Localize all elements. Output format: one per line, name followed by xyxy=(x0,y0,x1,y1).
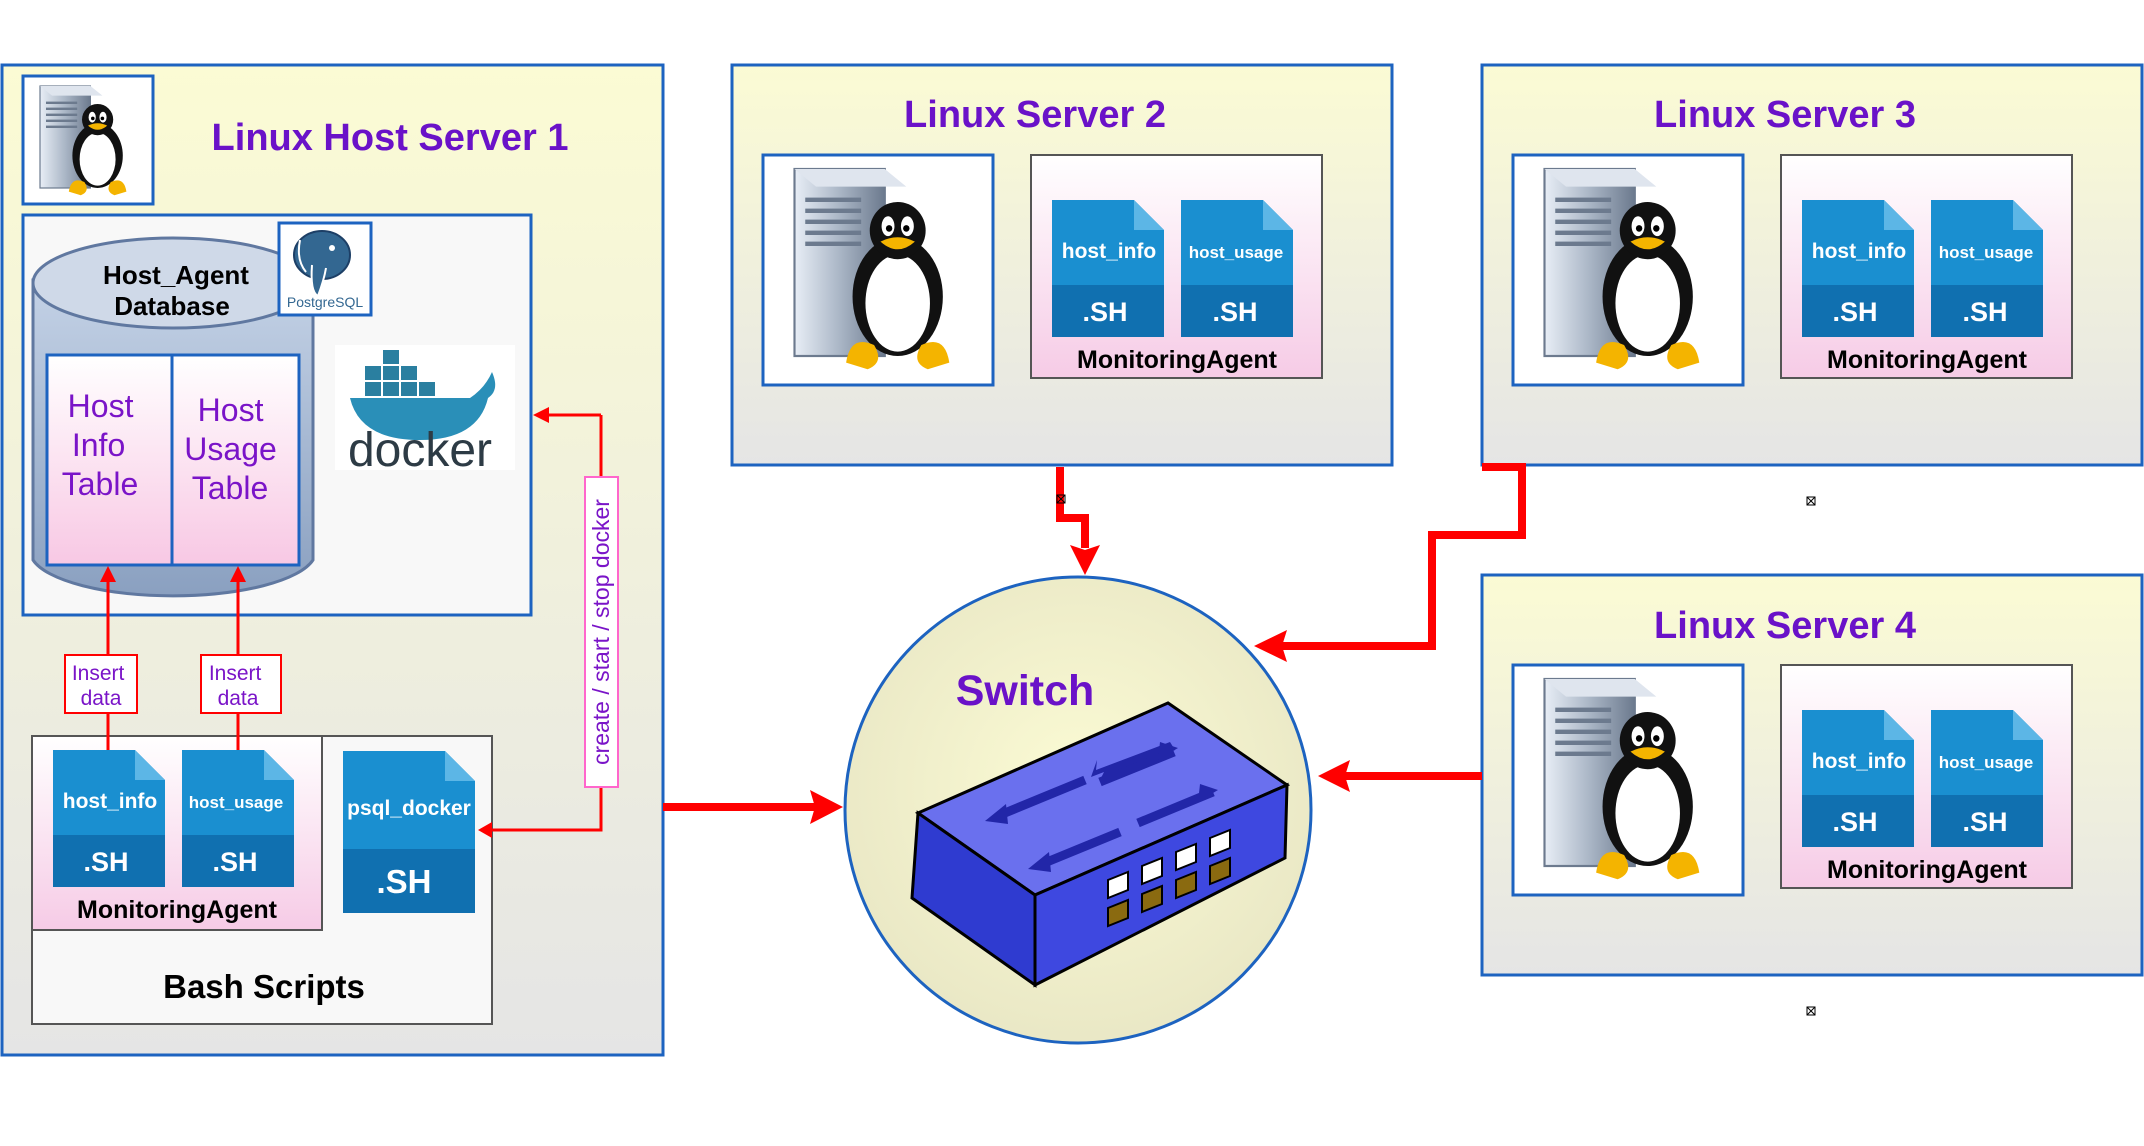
linux-server-3-panel: Linux Server 3 host_info .SH host_usage … xyxy=(1482,65,2144,465)
linux-server-3-host-usage-script-icon: host_usage .SH xyxy=(1931,200,2043,337)
host-usage-script-name: host_usage xyxy=(189,793,283,812)
svg-text:Insert data: Insert data xyxy=(72,662,130,710)
host-info-table: Host Info Table xyxy=(45,353,174,567)
switch-title: Switch xyxy=(956,667,1095,715)
server-3-to-switch-arrow xyxy=(1254,463,1526,662)
psql-docker-script-ext: .SH xyxy=(376,863,431,900)
insert-data-arrow-1: Insert data xyxy=(64,566,138,750)
host-usage-script-icon: host_usage .SH xyxy=(182,750,294,887)
linux-server-4-host-usage-name: host_usage xyxy=(1939,753,2033,772)
switch-node: Switch xyxy=(843,575,1313,1045)
postgresql-logo-text: PostgreSQL xyxy=(287,294,363,310)
connection-point-marks xyxy=(1056,494,1816,1016)
linux-server-2-host-usage-name: host_usage xyxy=(1189,243,1283,262)
linux-server-2-panel: Linux Server 2 host_info .SH host_usage … xyxy=(732,65,1394,465)
docker-control-arrow: create / start / stop docker xyxy=(478,407,619,838)
linux-server-3-host-info-name: host_info xyxy=(1812,240,1907,263)
linux-server-2-tux-icon xyxy=(763,155,993,385)
database-label-line1: Host_Agent xyxy=(103,260,249,290)
linux-server-4-title: Linux Server 4 xyxy=(1654,605,1916,647)
insert-data-label-2-line2: data xyxy=(218,687,259,710)
server-4-to-switch-arrow xyxy=(1318,760,1482,792)
linux-server-4-tux-icon xyxy=(1513,665,1743,895)
host-usage-table-line2: Usage xyxy=(184,431,277,467)
host-monitoring-agent-label: MonitoringAgent xyxy=(77,896,278,924)
linux-server-3-host-info-script-icon: host_info .SH xyxy=(1802,200,1914,337)
insert-data-arrow-2: Insert data xyxy=(200,566,282,750)
psql-docker-script-name: psql_docker xyxy=(347,797,471,820)
docker-control-label: create / start / stop docker xyxy=(588,499,614,765)
insert-data-label-1-line2: data xyxy=(81,687,122,710)
svg-text:Host Usage Tab: Host Usage Table xyxy=(184,392,285,506)
linux-server-3-host-usage-name: host_usage xyxy=(1939,243,2033,262)
host-to-switch-arrow xyxy=(663,790,843,824)
host-info-script-name: host_info xyxy=(63,790,158,813)
host-usage-table-line1: Host xyxy=(198,392,264,428)
insert-data-label-1-line1: Insert xyxy=(72,662,125,685)
postgresql-elephant-icon: PostgreSQL xyxy=(277,221,373,317)
docker-logo-text: docker xyxy=(348,424,492,477)
linux-server-3-host-usage-ext: .SH xyxy=(1962,297,2007,327)
linux-server-3-title: Linux Server 3 xyxy=(1654,94,1916,136)
host-info-table-line1: Host xyxy=(68,388,134,424)
linux-server-4-host-info-name: host_info xyxy=(1812,750,1907,773)
docker-whale-icon: docker xyxy=(335,345,515,477)
host-info-script-ext: .SH xyxy=(83,847,128,877)
linux-server-2-host-info-ext: .SH xyxy=(1082,297,1127,327)
linux-server-4-host-info-ext: .SH xyxy=(1832,807,1877,837)
database-label-line2: Database xyxy=(114,291,230,321)
linux-server-3-tux-icon xyxy=(1513,155,1743,385)
linux-server-4-agent-label: MonitoringAgent xyxy=(1827,856,2028,884)
bash-scripts-label: Bash Scripts xyxy=(163,968,365,1005)
host-usage-table: Host Usage Table xyxy=(170,353,301,567)
psql-docker-script-icon: psql_docker .SH xyxy=(343,751,475,913)
linux-server-2-agent-label: MonitoringAgent xyxy=(1077,346,1278,374)
host-server-title: Linux Host Server 1 xyxy=(212,117,569,159)
host-info-table-line2: Info xyxy=(72,427,125,463)
linux-server-2-host-usage-script-icon: host_usage .SH xyxy=(1181,200,1293,337)
host-server-tux-icon xyxy=(23,76,153,204)
svg-text:Insert data: Insert data xyxy=(209,662,267,710)
host-server-panel: Linux Host Server 1 Host_Agent Database … xyxy=(2,65,665,1057)
server-2-to-switch-arrow xyxy=(1056,467,1100,575)
linux-server-4-host-usage-script-icon: host_usage .SH xyxy=(1931,710,2043,847)
svg-text:Host Info Tabl: Host Info Table xyxy=(62,388,143,502)
linux-server-2-host-info-script-icon: host_info .SH xyxy=(1052,200,1164,337)
linux-server-3-host-info-ext: .SH xyxy=(1832,297,1877,327)
host-usage-script-ext: .SH xyxy=(212,847,257,877)
insert-data-label-2-line1: Insert xyxy=(209,662,262,685)
linux-server-3-agent-label: MonitoringAgent xyxy=(1827,346,2028,374)
linux-server-4-panel: Linux Server 4 host_info .SH host_usage … xyxy=(1482,575,2144,975)
linux-server-4-host-info-script-icon: host_info .SH xyxy=(1802,710,1914,847)
host-info-table-line3: Table xyxy=(62,466,139,502)
host-info-script-icon: host_info .SH xyxy=(53,750,165,887)
linux-server-2-host-usage-ext: .SH xyxy=(1212,297,1257,327)
linux-server-2-host-info-name: host_info xyxy=(1062,240,1157,263)
linux-server-2-title: Linux Server 2 xyxy=(904,94,1166,136)
network-switch-icon xyxy=(910,701,1291,988)
linux-server-4-host-usage-ext: .SH xyxy=(1962,807,2007,837)
host-usage-table-line3: Table xyxy=(192,470,269,506)
